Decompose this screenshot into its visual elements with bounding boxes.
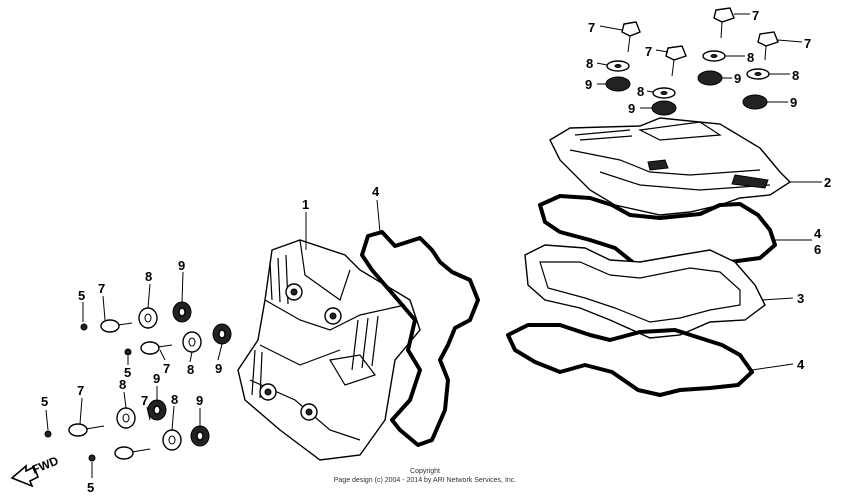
callout-7: 7: [77, 383, 84, 398]
callout-4: 4: [814, 226, 822, 241]
callout-9: 9: [585, 77, 592, 92]
callout-8: 8: [637, 84, 644, 99]
leader-lines: [45, 13, 822, 478]
callout-8: 8: [119, 377, 126, 392]
callout-5: 5: [87, 480, 94, 495]
upper-cover: [549, 117, 792, 216]
fwd-label: FWD: [30, 453, 61, 476]
callout-3: 3: [797, 291, 804, 306]
callout-8: 8: [747, 50, 754, 65]
callout-8: 8: [145, 269, 152, 284]
left-fasteners: [44, 301, 232, 462]
callout-4: 4: [797, 357, 805, 372]
callout-8: 8: [171, 392, 178, 407]
callout-9: 9: [196, 393, 203, 408]
callout-9: 9: [153, 371, 160, 386]
lower-gasket: [506, 323, 754, 397]
callout-6: 6: [814, 242, 821, 257]
callout-9: 9: [178, 258, 185, 273]
callout-2: 2: [824, 175, 831, 190]
callout-7: 7: [645, 44, 652, 59]
callout-labels: 7 7 7 7 8 8 8 8 9 9 9 9 2 4 6 3 4 1 4 5 …: [41, 8, 831, 495]
callout-8: 8: [586, 56, 593, 71]
callout-5: 5: [124, 365, 131, 380]
callout-9: 9: [628, 101, 635, 116]
callout-1: 1: [302, 197, 309, 212]
left-head-cover: [237, 239, 421, 461]
callout-8: 8: [187, 362, 194, 377]
callout-7: 7: [141, 393, 148, 408]
callout-9: 9: [734, 71, 741, 86]
callout-9: 9: [215, 361, 222, 376]
middle-frame: [524, 244, 766, 339]
callout-8: 8: [792, 68, 799, 83]
callout-4: 4: [372, 184, 380, 199]
callout-5: 5: [41, 394, 48, 409]
callout-7: 7: [98, 281, 105, 296]
callout-7: 7: [804, 36, 811, 51]
callout-9: 9: [790, 95, 797, 110]
fwd-arrow: FWD: [10, 453, 61, 488]
copyright-notice: Copyright Page design (c) 2004 - 2014 by…: [334, 468, 517, 484]
upper-gasket: [538, 194, 777, 278]
callout-7: 7: [588, 20, 595, 35]
callout-5: 5: [78, 288, 85, 303]
fwd-arrow-icon: [10, 464, 40, 488]
top-fasteners: [605, 7, 779, 116]
copyright-line-2: Page design (c) 2004 - 2014 by ARI Netwo…: [334, 477, 517, 484]
copyright-line-1: Copyright: [410, 468, 440, 475]
callout-7: 7: [752, 8, 759, 23]
callout-7: 7: [163, 361, 170, 376]
left-gasket: [360, 230, 480, 447]
